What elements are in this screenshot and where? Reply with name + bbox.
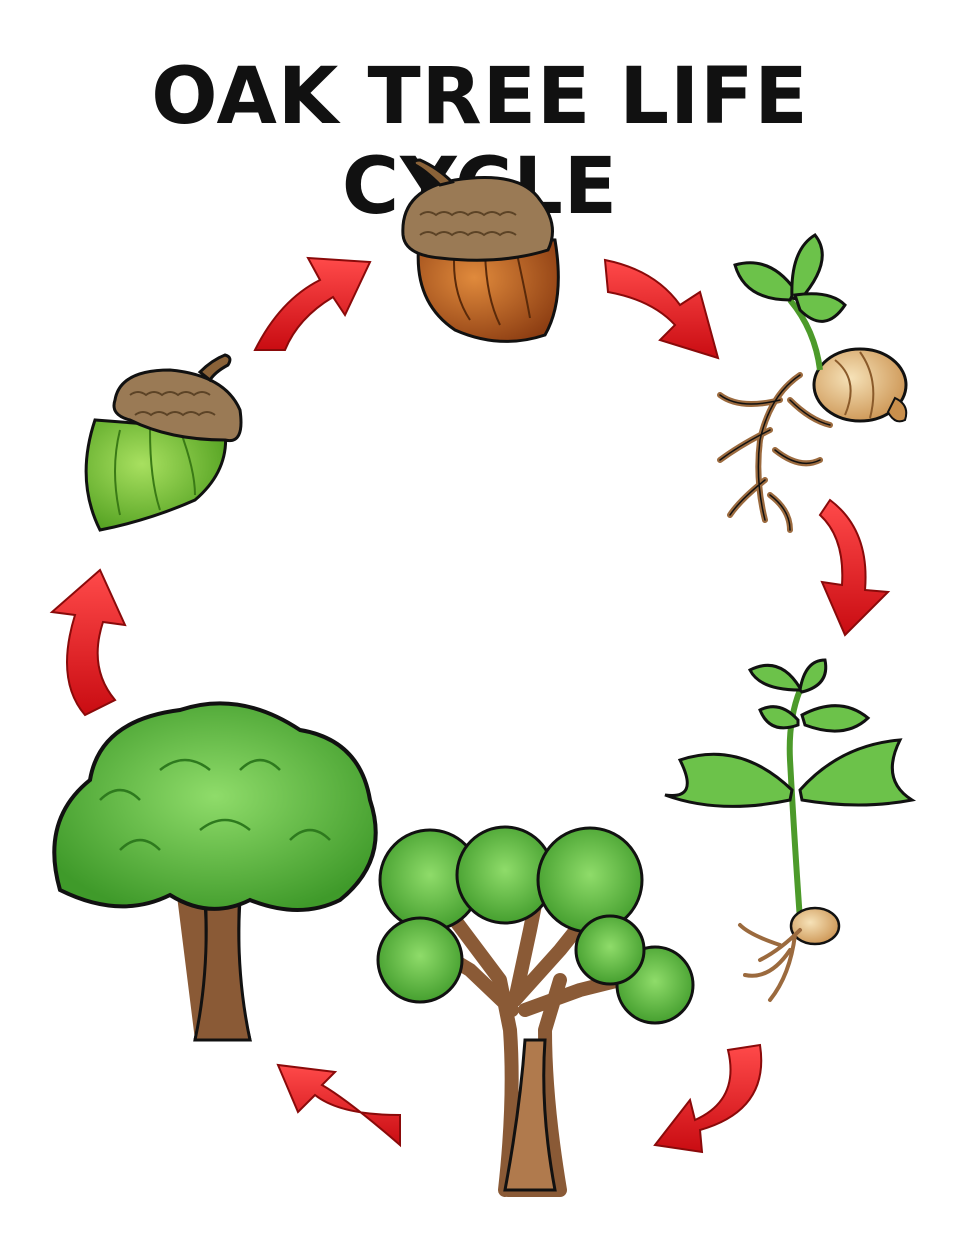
arrow-brown-acorn-to-sprout (603, 258, 720, 360)
young-tree-icon (376, 825, 695, 1197)
seedling-icon (664, 658, 917, 1002)
mature-oak-tree-icon (52, 701, 378, 1042)
arrow-seedling-to-sapling (653, 1043, 763, 1154)
green-acorn-icon (84, 353, 243, 532)
brown-acorn-icon (401, 158, 560, 343)
sprouting-acorn-icon (717, 233, 908, 533)
arrow-sapling-to-mature-tree (276, 1063, 401, 1148)
arrow-green-to-brown-acorn (253, 256, 372, 351)
arrow-mature-tree-to-green-acorn (49, 568, 127, 717)
arrow-sprout-to-seedling (818, 498, 891, 637)
